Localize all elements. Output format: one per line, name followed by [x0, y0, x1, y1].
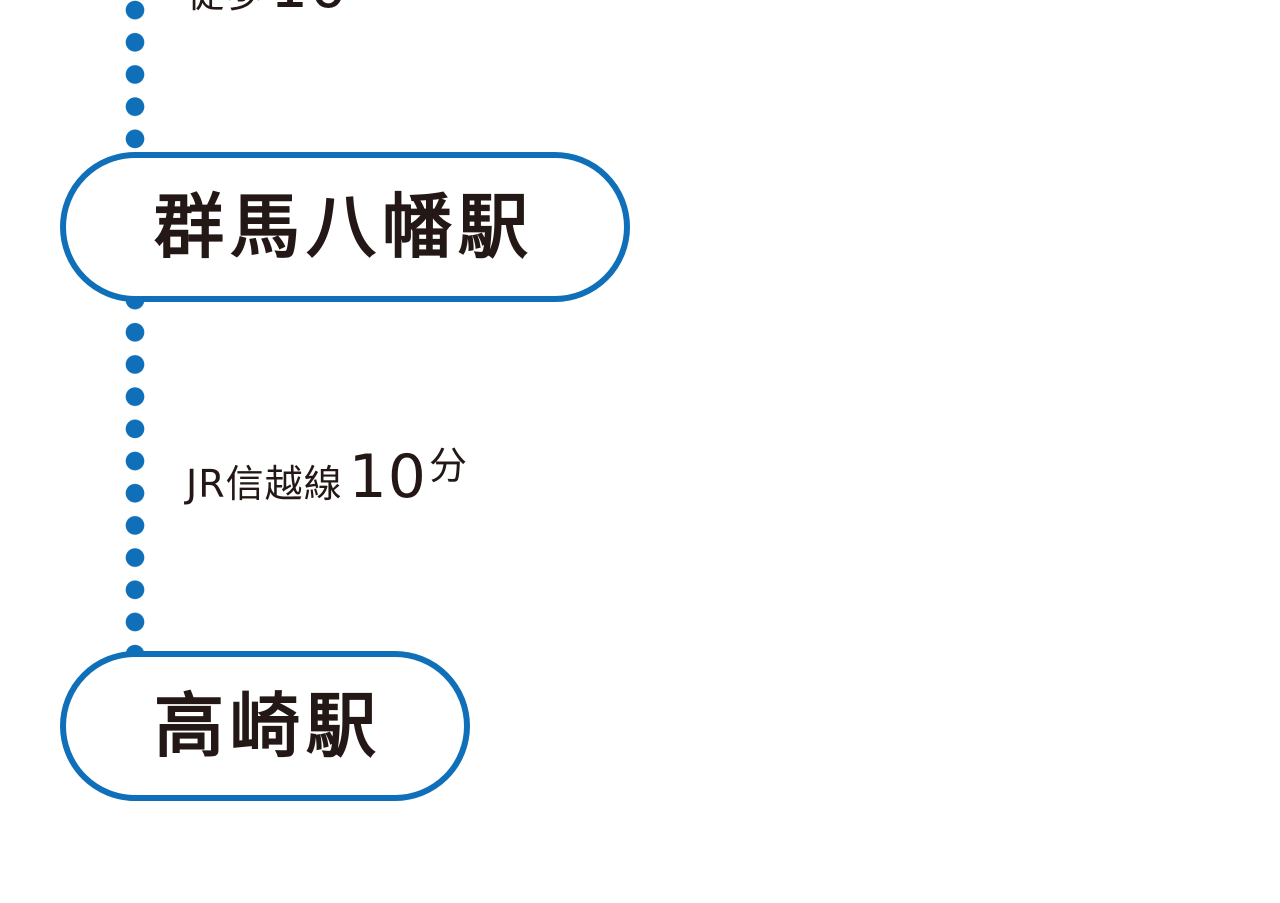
route-dotted-line [125, 0, 145, 154]
route-segment: 徒歩 10 分 [186, 0, 388, 22]
route-segment: JR信越線 10 分 [186, 442, 467, 512]
station-takasaki: 高崎駅 [60, 651, 470, 801]
route-dotted-line [125, 284, 145, 659]
station-gunma-yawata: 群馬八幡駅 [60, 152, 630, 302]
segment-minutes: 10 [348, 442, 427, 512]
segment-unit: 分 [428, 444, 467, 488]
segment-line-label: JR信越線 [186, 462, 343, 506]
segment-line-label: 徒歩 [186, 0, 264, 18]
segment-minutes: 10 [270, 0, 348, 22]
station-name: 高崎駅 [154, 685, 382, 767]
station-name: 群馬八幡駅 [154, 186, 534, 268]
